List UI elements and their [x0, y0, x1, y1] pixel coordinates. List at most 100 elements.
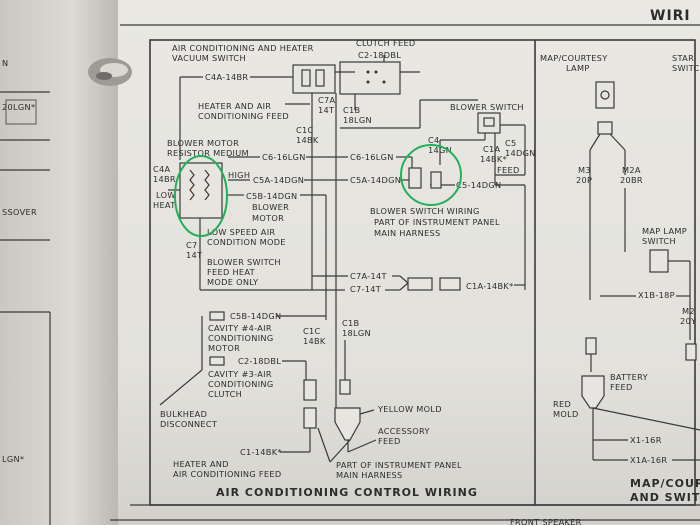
label-c1a-14bk: 14BK* — [480, 154, 507, 164]
label-bulkhead-1: BULKHEAD — [160, 409, 207, 419]
feed-connector — [407, 277, 433, 291]
label-c1b-18lgn: 18LGN — [343, 115, 372, 125]
diagram-title: AIR CONDITIONING CONTROL WIRING — [216, 486, 478, 499]
label-low-speed-1: LOW SPEED AIR — [207, 227, 275, 237]
label-cavity4-2: CONDITIONING — [208, 333, 273, 343]
label-heater-feed-2: CONDITIONING FEED — [198, 111, 289, 121]
label-x1-16r: X1-16R — [630, 435, 662, 445]
label-map-courtesy-2: LAMP — [566, 63, 590, 73]
label-c7-14t-h: C7-14T — [350, 284, 382, 294]
label-red-mold-2: MOLD — [553, 409, 579, 419]
label-c7: C7 — [186, 240, 198, 250]
label-c5-14dgn-h: C5-14DGN — [456, 180, 501, 190]
left-frag-ssover: SSOVER — [2, 207, 37, 217]
label-bsw-3: MAIN HARNESS — [374, 228, 441, 238]
label-cavity3-2: CONDITIONING — [208, 379, 273, 389]
label-vacuum-switch: AIR CONDITIONING AND HEATER — [172, 43, 314, 53]
label-m3-20p: 20P — [576, 175, 592, 185]
label-bulkhead-2: DISCONNECT — [160, 419, 218, 429]
left-frag-n: N — [2, 58, 8, 68]
blower-switch-conn-b — [430, 171, 442, 189]
left-page-fragments: N 20LGN* SSOVER LGN* — [0, 58, 51, 525]
label-c1c-14bk: 14BK — [296, 135, 319, 145]
label-cavity3-3: CLUTCH — [208, 389, 242, 399]
label-battery-2: FEED — [610, 382, 633, 392]
label-blower-switch: BLOWER SWITCH — [450, 102, 524, 112]
label-star-2: SWITC — [672, 63, 699, 73]
red-mold-connector — [581, 375, 605, 409]
label-clutch-feed: CLUTCH FEED — [356, 38, 416, 48]
label-cavity3-1: CAVITY #3-AIR — [208, 369, 272, 379]
label-c5: C5 — [505, 138, 517, 148]
label-cavity4-3: MOTOR — [208, 343, 240, 353]
label-c7a-14t: 14T — [318, 105, 335, 115]
label-feed: FEED — [497, 165, 520, 175]
map-lamp-switch — [649, 249, 669, 273]
label-yellow-mold: YELLOW MOLD — [377, 404, 442, 414]
label-map-lamp-1: MAP LAMP — [642, 226, 687, 236]
label-c5b: C5B-14DGN — [246, 191, 297, 201]
label-heater-air-1: HEATER AND — [173, 459, 229, 469]
label-c5a-left: C5A-14DGN — [253, 175, 304, 185]
label-blower-resistor-1: BLOWER MOTOR — [167, 138, 239, 148]
label-star-1: STAR — [672, 53, 694, 63]
label-c4: C4 — [428, 135, 440, 145]
label-c6-left: C6-16LGN — [262, 152, 306, 162]
label-c1a: C1A — [483, 144, 501, 154]
label-c1b-18lgn-b: 18LGN — [342, 328, 371, 338]
label-c7a: C7A — [318, 95, 336, 105]
left-page — [0, 0, 120, 525]
label-x1b-18p: X1B-18P — [638, 290, 675, 300]
label-c7-14t: 14T — [186, 250, 203, 260]
label-accessory-2: FEED — [378, 436, 401, 446]
label-blower: BLOWER — [252, 202, 289, 212]
label-motor: MOTOR — [252, 213, 284, 223]
label-c4a: C4A — [153, 164, 171, 174]
c1c-connector — [303, 379, 317, 401]
label-bsf-1: BLOWER SWITCH — [207, 257, 281, 267]
label-c2-18dbl-2: C2-18DBL — [238, 356, 281, 366]
label-c5a-right: C5A-14DGN — [350, 175, 401, 185]
label-low: LOW — [156, 190, 176, 200]
left-frag-20lgn: 20LGN* — [2, 102, 35, 112]
label-c1b-b: C1B — [342, 318, 360, 328]
label-map-courtesy-1: MAP/COURTESY — [540, 53, 608, 63]
label-battery-1: BATTERY — [610, 372, 649, 382]
label-c1b: C1B — [343, 105, 361, 115]
label-red-mold-1: RED — [553, 399, 571, 409]
blower-switch-conn-a — [408, 167, 422, 189]
left-frag-lgn: LGN* — [2, 454, 24, 464]
label-bsf-3: MODE ONLY — [207, 277, 259, 287]
label-c1c: C1C — [296, 125, 314, 135]
page-header: WIRI — [650, 8, 691, 24]
label-heater-feed-1: HEATER AND AIR — [198, 101, 271, 111]
label-c5-14dgn: 14DGN — [505, 148, 536, 158]
label-bsw-1: BLOWER SWITCH WIRING — [370, 206, 480, 216]
label-m2-20y: 20Y — [680, 316, 697, 326]
label-c1a-14bk-h: C1A-14BK* — [466, 281, 514, 291]
label-m2a-20br: 20BR — [620, 175, 643, 185]
label-vacuum-switch-2: VACUUM SWITCH — [172, 53, 246, 63]
yellow-mold-connector — [334, 407, 361, 441]
label-c4a-14br: 14BR — [153, 174, 176, 184]
label-blower-resistor-2: RESISTOR MEDIUM — [167, 148, 249, 158]
label-c1-14bk: C1-14BK* — [240, 447, 282, 457]
binder-ring — [88, 58, 132, 86]
label-bsw-2: PART OF INSTRUMENT PANEL — [374, 217, 500, 227]
label-c7a-14t-h: C7A-14T — [350, 271, 388, 281]
blower-resistor — [179, 162, 223, 219]
label-c2-18dbl: C2-18DBL — [358, 50, 401, 60]
label-cavity4-1: CAVITY #4-AIR — [208, 323, 272, 333]
label-bottom-frag: FRONT SPEAKER — [510, 517, 582, 525]
label-part-ip-1: PART OF INSTRUMENT PANEL — [336, 460, 462, 470]
clutch-connector — [339, 61, 401, 95]
highlight-circle-resistor — [174, 155, 228, 237]
label-bsf-2: FEED HEAT — [207, 267, 256, 277]
label-high: HIGH — [228, 170, 250, 180]
label-low-speed-2: CONDITION MODE — [207, 237, 286, 247]
vacuum-switch-connector — [292, 64, 336, 94]
label-part-ip-2: MAIN HARNESS — [336, 470, 403, 480]
label-m2: M2 — [682, 306, 695, 316]
